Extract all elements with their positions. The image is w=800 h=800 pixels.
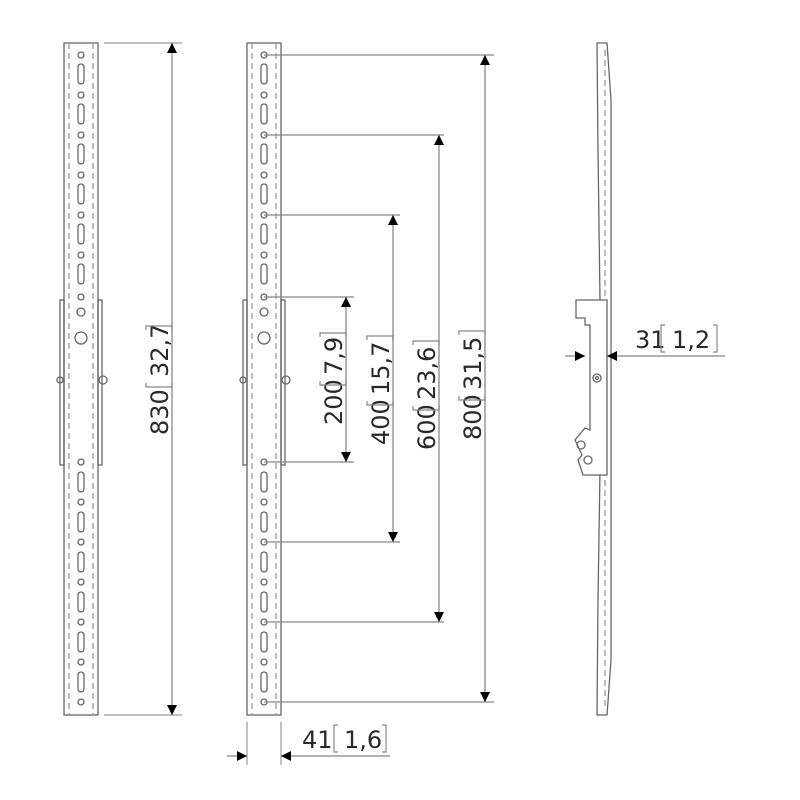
rail-front-view-left <box>56 42 108 716</box>
svg-text:600: 600 <box>413 404 441 450</box>
rail-front-view-center <box>239 42 291 716</box>
svg-text:1,6: 1,6 <box>344 726 382 754</box>
dimension-lines <box>341 55 490 702</box>
dimension-41: 41 1,6 <box>227 722 390 765</box>
dimension-830-label: 830 32,7 <box>145 324 174 435</box>
svg-text:41: 41 <box>302 726 333 754</box>
dimension-31: 31 1,2 <box>565 324 725 361</box>
dimension-800-label: 800 31,5 <box>458 330 487 440</box>
dimension-400-label: 400 15,7 <box>366 335 395 445</box>
svg-text:32,7: 32,7 <box>146 324 174 377</box>
dimension-830 <box>104 42 182 716</box>
dimension-200-label: 200 7,9 <box>319 332 348 425</box>
svg-text:15,7: 15,7 <box>367 342 395 395</box>
svg-text:31,5: 31,5 <box>459 337 487 390</box>
svg-text:830: 830 <box>146 389 174 435</box>
svg-text:23,6: 23,6 <box>413 347 441 400</box>
extension-lines <box>264 54 494 703</box>
rail-side-view <box>574 42 612 716</box>
svg-text:400: 400 <box>367 399 395 445</box>
svg-text:7,9: 7,9 <box>320 337 348 375</box>
svg-text:800: 800 <box>459 394 487 440</box>
dimension-600-label: 600 23,6 <box>412 340 441 450</box>
svg-text:200: 200 <box>320 379 348 425</box>
svg-text:1,2: 1,2 <box>672 326 710 354</box>
